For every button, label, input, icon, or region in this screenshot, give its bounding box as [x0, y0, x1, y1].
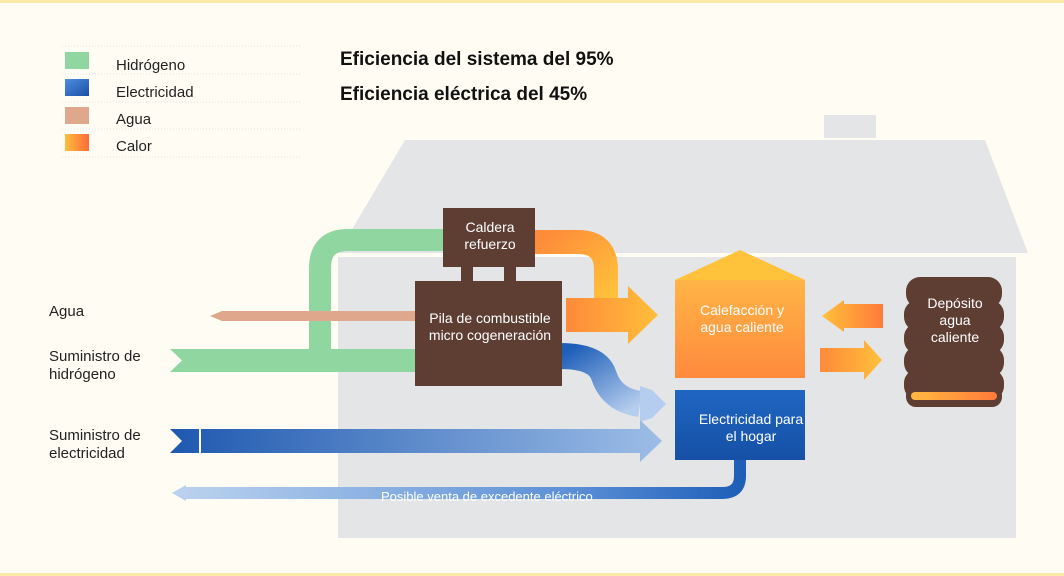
top-border: [0, 0, 1064, 3]
electricity-fuelcell-curve: [559, 343, 643, 417]
hydrogen-flow: [170, 229, 446, 372]
house-chimney: [824, 115, 876, 138]
fuel-cell-label: Pila de combustible micro cogeneración: [428, 310, 552, 343]
home-electricity-label: Electricidad para el hogar: [698, 411, 804, 444]
home-electricity-box: [675, 390, 805, 460]
heating-unit: [675, 250, 805, 378]
boiler-box: [443, 208, 535, 267]
tank-heat-bar: [911, 392, 997, 400]
legend: [62, 45, 300, 158]
electricity-arrow-to-home: [640, 386, 666, 422]
legend-swatch-heat: [65, 134, 89, 151]
legend-label-electricity: Electricidad: [116, 84, 194, 101]
boiler-label: Caldera refuerzo: [464, 219, 516, 252]
heat-boiler-curve: [534, 230, 618, 301]
hydrogen-loop-to-boiler: [309, 229, 446, 360]
bottom-border: [0, 573, 1064, 576]
heat-arrow-to-heating: [566, 286, 658, 344]
legend-swatch-hydrogen: [65, 52, 89, 69]
system-efficiency-title: Eficiencia del sistema del 95%: [340, 49, 614, 70]
heating-label: Calefacción y agua caliente: [699, 302, 785, 335]
heat-arrow-heating-to-tank: [820, 340, 882, 380]
heating-box: [675, 280, 805, 378]
surplus-sale-arrow-head: [172, 485, 186, 501]
boiler-leg-left: [461, 266, 473, 282]
legend-label-water: Agua: [116, 111, 152, 128]
hydrogen-inlet-arrow: [170, 349, 420, 372]
legend-label-hydrogen: Hidrógeno: [116, 57, 186, 74]
fuel-cell-box: [415, 281, 562, 386]
water-label: Agua: [49, 303, 85, 320]
electric-efficiency-title: Eficiencia eléctrica del 45%: [340, 84, 588, 105]
legend-swatch-electricity: [65, 79, 89, 96]
boiler-leg-right: [504, 266, 516, 282]
electricity-supply-divider: [199, 429, 201, 453]
surplus-sale-path: [186, 458, 746, 499]
legend-swatch-water: [65, 107, 89, 124]
electricity-supply-label: Suministro de electricidad: [49, 427, 141, 462]
heating-roof: [675, 250, 805, 280]
legend-label-heat: Calor: [116, 138, 152, 155]
electricity-supply-arrow: [170, 420, 662, 462]
water-outlet-arrow: [210, 311, 420, 321]
hot-water-tank: [904, 277, 1004, 407]
tank-label: Depósito agua caliente: [927, 295, 983, 345]
boiler-unit: [443, 208, 535, 282]
surplus-sale-label: Posible venta de excedente eléctrico: [381, 489, 593, 504]
heat-arrow-tank-to-heating: [822, 300, 883, 332]
hydrogen-supply-label: Suministro de hidrógeno: [49, 348, 141, 383]
